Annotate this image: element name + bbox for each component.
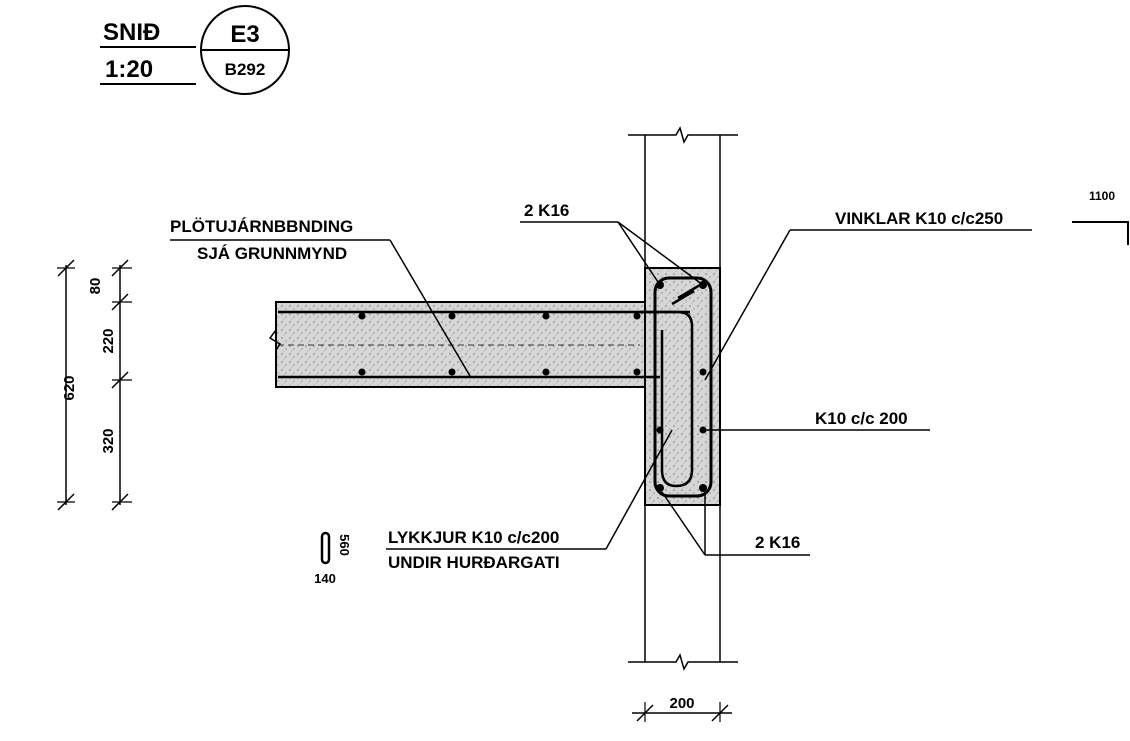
label-stirrups: VINKLAR K10 c/c250 (704, 209, 1032, 381)
slab-break (268, 302, 282, 387)
dimension-chain-left: 620 80 220 320 (57, 259, 132, 511)
dim-slab-top: 80 (87, 278, 104, 295)
side-bars-label: K10 c/c 200 (815, 409, 908, 428)
plate-label-line1: PLÖTUJÁRNBBNDING (170, 217, 353, 236)
beam-reinforcement (640, 276, 713, 498)
label-loops: LYKKJUR K10 c/c200 UNDIR HURÐARGATI (386, 429, 673, 572)
beam-body (644, 267, 721, 506)
stirrup (653, 276, 713, 498)
section-id: E3 (230, 21, 259, 48)
scale-label: 1:20 (105, 56, 153, 83)
loops-label-line1: LYKKJUR K10 c/c200 (388, 528, 559, 547)
dim-total-height: 620 (61, 375, 78, 400)
concrete-beam (268, 267, 721, 506)
dim-edge-ref: 1100 (1089, 189, 1115, 203)
loops-label-line2: UNDIR HURÐARGATI (388, 553, 560, 572)
label-plate-reinforcement: PLÖTUJÁRNBBNDING SJÁ GRUNNMYND (170, 217, 471, 377)
top-bars-label: 2 K16 (524, 201, 569, 220)
dim-wall-width: 200 (669, 695, 694, 712)
break-line-bottom (628, 653, 738, 671)
slab (275, 301, 647, 388)
dim-beam-lower: 320 (100, 428, 117, 453)
sheet-ref: B292 (225, 60, 266, 79)
stirrups-label: VINKLAR K10 c/c250 (835, 209, 1003, 228)
loop-bar (640, 310, 694, 488)
loop-detail-shape (320, 531, 331, 565)
section-label: SNIÐ (103, 19, 160, 46)
label-bottom-bars: 2 K16 (661, 491, 810, 556)
wall (628, 126, 738, 671)
bottom-bars-label: 2 K16 (755, 533, 800, 552)
plate-label-line2: SJÁ GRUNNMYND (197, 244, 347, 263)
loop-length-dim: 560 (337, 534, 352, 556)
dim-slab-body: 220 (100, 328, 117, 353)
label-side-bars: K10 c/c 200 (705, 409, 930, 431)
label-top-bars: 2 K16 (520, 201, 704, 286)
edge-reference: 1100 (1072, 189, 1129, 245)
dimension-bottom: 200 (632, 695, 732, 722)
break-line-top (628, 126, 738, 144)
loop-width-dim: 140 (314, 571, 336, 586)
title-block: SNIÐ 1:20 E3 B292 (100, 5, 290, 95)
loop-detail: 560 140 (314, 531, 352, 586)
